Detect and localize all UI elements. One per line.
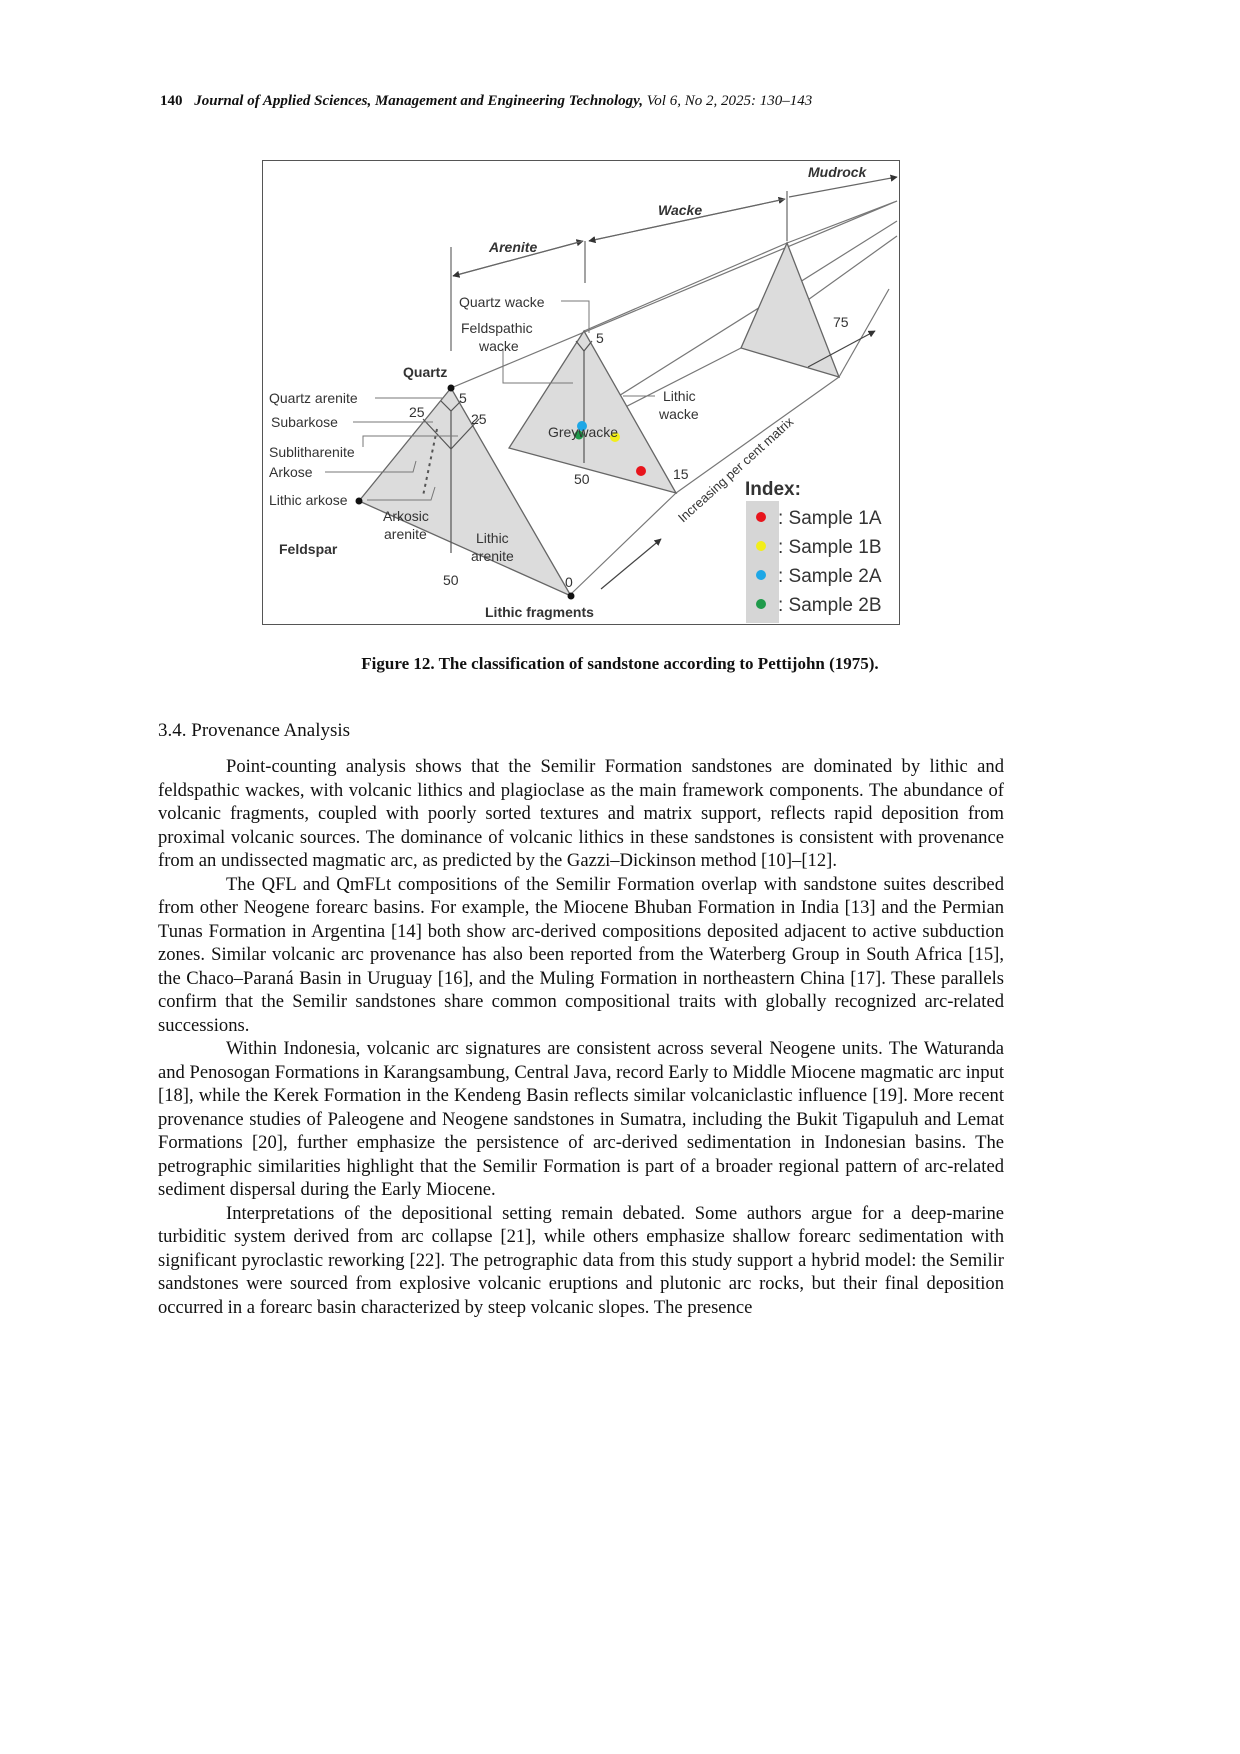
matrix-axis-arrows: [600, 330, 876, 590]
quartz-arenite-label: Quartz arenite: [269, 390, 358, 406]
figure-caption: Figure 12. The classification of sandsto…: [361, 654, 879, 673]
tick-arenite-top-5: 5: [459, 390, 467, 406]
legend-marker-1b: [756, 541, 766, 551]
lithic-arkose-label: Lithic arkose: [269, 492, 348, 508]
quartz-wacke-label: Quartz wacke: [459, 294, 545, 310]
section-heading: 3.4. Provenance Analysis: [158, 720, 351, 741]
sublitharenite-label: Sublitharenite: [269, 444, 355, 460]
sandstone-classification-diagram: Mudrock Wacke Arenite Quartz wacke Felds…: [269, 164, 898, 623]
quartz-label: Quartz: [403, 364, 447, 380]
arkosic-arenite-label-2: arenite: [384, 526, 427, 542]
greywacke-label: Greywacke: [548, 424, 618, 440]
legend: Index: : Sample 1A : Sample 1B : Sample …: [745, 479, 882, 623]
tick-matrix-75: 75: [833, 314, 849, 330]
running-head: 140 Journal of Applied Sciences, Managem…: [160, 93, 812, 110]
legend-item-1a: : Sample 1A: [778, 508, 882, 529]
feldspathic-wacke-label-2: wacke: [478, 338, 519, 354]
journal-title: Journal of Applied Sciences, Management …: [194, 93, 644, 109]
legend-title: Index:: [745, 479, 801, 500]
section-body: Point-counting analysis shows that the S…: [158, 755, 1004, 1319]
subarkose-label: Subarkose: [271, 414, 338, 430]
quartz-point: [447, 384, 455, 392]
lithic-wacke-label-1: Lithic: [663, 388, 696, 404]
arenite-triangle: [357, 386, 573, 598]
sample-1b-point: [610, 432, 620, 442]
sample-2a-point: [577, 421, 587, 431]
wacke-field-lines: [575, 340, 593, 463]
legend-item-2b: : Sample 2B: [778, 595, 882, 616]
legend-marker-2a: [756, 570, 766, 580]
range-dimension-lines: [450, 174, 898, 351]
tick-wacke-bottom-50: 50: [574, 471, 590, 487]
feldspar-point: [355, 497, 363, 505]
arkosic-arenite-label-1: Arkosic: [383, 508, 429, 524]
sample-2b-point: [574, 430, 584, 440]
paragraph: Interpretations of the depositional sett…: [158, 1202, 1004, 1318]
feldspar-label: Feldspar: [279, 541, 338, 557]
figure-12: Mudrock Wacke Arenite Quartz wacke Felds…: [262, 160, 900, 625]
lithic-arenite-label-1: Lithic: [476, 530, 509, 546]
paragraph: Point-counting analysis shows that the S…: [158, 756, 1004, 871]
lithic-wacke-label-2: wacke: [658, 406, 699, 422]
volume-info: Vol 6, No 2, 2025: 130–143: [646, 93, 813, 109]
leader-lines: [325, 300, 655, 501]
legend-marker-1a: [756, 512, 766, 522]
paragraph: Within Indonesia, volcanic arc signature…: [158, 1038, 1004, 1200]
paragraph: The QFL and QmFLt compositions of the Se…: [158, 873, 1004, 1036]
tick-arenite-right-25: 25: [471, 411, 487, 427]
arkose-label: Arkose: [269, 464, 313, 480]
wacke-triangle: [507, 329, 678, 495]
page-number: 140: [160, 93, 183, 109]
sample-1a-point: [636, 466, 646, 476]
legend-item-1b: : Sample 1B: [778, 537, 882, 558]
sample-points: [574, 421, 646, 476]
tick-arenite-left-25: 25: [409, 404, 425, 420]
mudrock-triangle: [740, 241, 841, 378]
lithic-point: [567, 592, 575, 600]
wacke-label: Wacke: [658, 202, 702, 218]
mudrock-label: Mudrock: [808, 164, 868, 180]
tick-wacke-top-5: 5: [596, 330, 604, 346]
lithic-fragments-label: Lithic fragments: [485, 604, 594, 620]
lithic-arenite-label-2: arenite: [471, 548, 514, 564]
feldspathic-wacke-label-1: Feldspathic: [461, 320, 533, 336]
tick-arenite-corner-0: 0: [565, 574, 573, 590]
tick-matrix-15: 15: [673, 466, 689, 482]
arenite-field-lines: [422, 400, 480, 553]
legend-marker-2b: [756, 599, 766, 609]
arenite-label: Arenite: [488, 239, 537, 255]
tick-arenite-bottom-50: 50: [443, 572, 459, 588]
legend-item-2a: : Sample 2A: [778, 566, 882, 587]
